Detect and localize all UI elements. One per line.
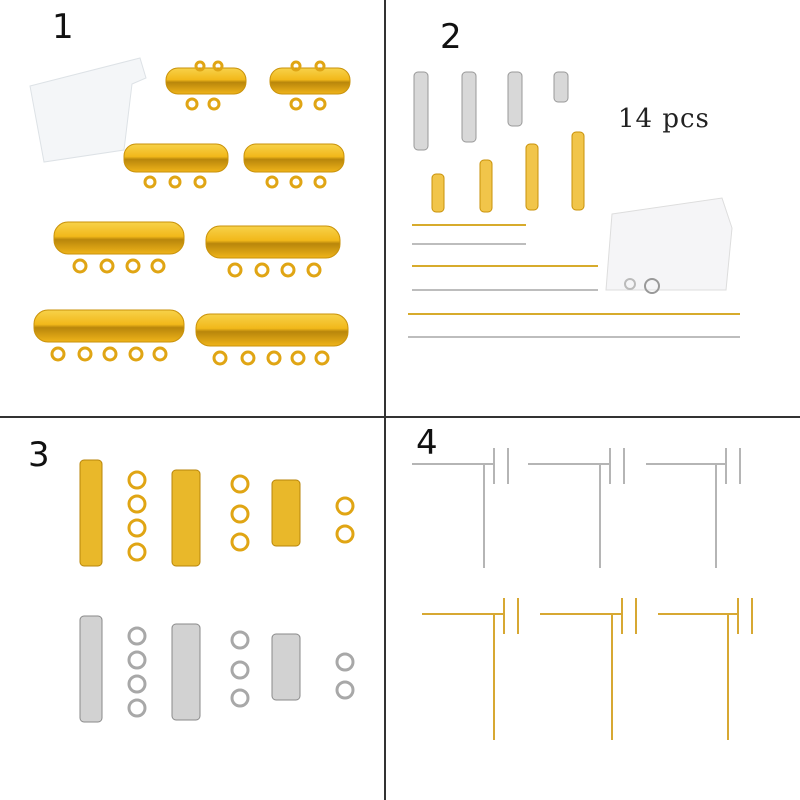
grid-divider-horizontal (0, 416, 800, 418)
layering-clasps-image (412, 448, 753, 740)
panel-number: 2 (440, 17, 462, 57)
panel-4: 4 (386, 418, 800, 800)
layered-clasps-image (79, 459, 355, 723)
grid-divider-vertical (384, 0, 386, 800)
gold-tube-clasps-image (29, 57, 351, 366)
panel-2: 2 14 pcs (386, 0, 800, 416)
panel-1: 1 (0, 0, 384, 416)
panel-3: 3 (0, 418, 384, 800)
clasps-and-chains-image (408, 71, 740, 338)
panel-number: 1 (52, 7, 74, 47)
panel-number: 3 (28, 435, 50, 475)
pieces-caption: 14 pcs (618, 104, 710, 134)
panel-number: 4 (416, 423, 438, 463)
